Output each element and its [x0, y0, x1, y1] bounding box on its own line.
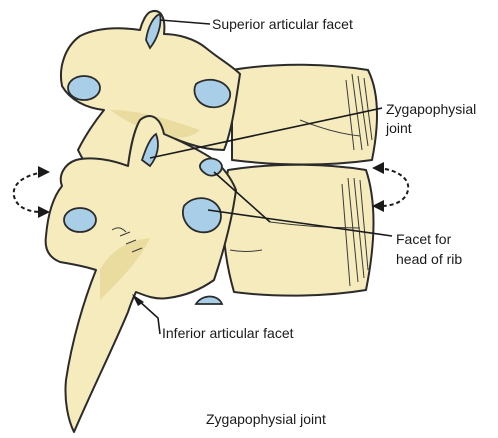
lower-transverse-facet — [64, 208, 96, 232]
rotation-arrow-right — [372, 162, 408, 212]
upper-transverse-facet — [68, 76, 100, 100]
label-zygapophysial-joint-line2: joint — [385, 120, 412, 136]
label-facet-for-head-of-rib-line2: head of rib — [396, 251, 462, 267]
label-superior-articular-facet: Superior articular facet — [212, 16, 353, 32]
label-facet-for-head-of-rib-line1: Facet for — [396, 231, 452, 247]
leader-inferior-articular-facet — [138, 300, 160, 334]
upper-costal-facet — [194, 80, 230, 107]
upper-vertebral-body — [232, 65, 377, 165]
label-zygapophysial-joint-line1: Zygapophysial — [386, 101, 476, 117]
lower-costal-facet-head-of-rib — [183, 198, 221, 232]
lower-costal-demifacet-top — [200, 159, 222, 176]
label-inferior-articular-facet: Inferior articular facet — [162, 325, 294, 341]
rotation-arrow-left — [14, 166, 50, 218]
upper-vertebra — [61, 11, 377, 180]
lower-costal-demifacet-bottom — [196, 297, 222, 305]
leader-superior-articular-facet — [160, 20, 210, 24]
caption: Zygapophysial joint — [206, 411, 326, 427]
